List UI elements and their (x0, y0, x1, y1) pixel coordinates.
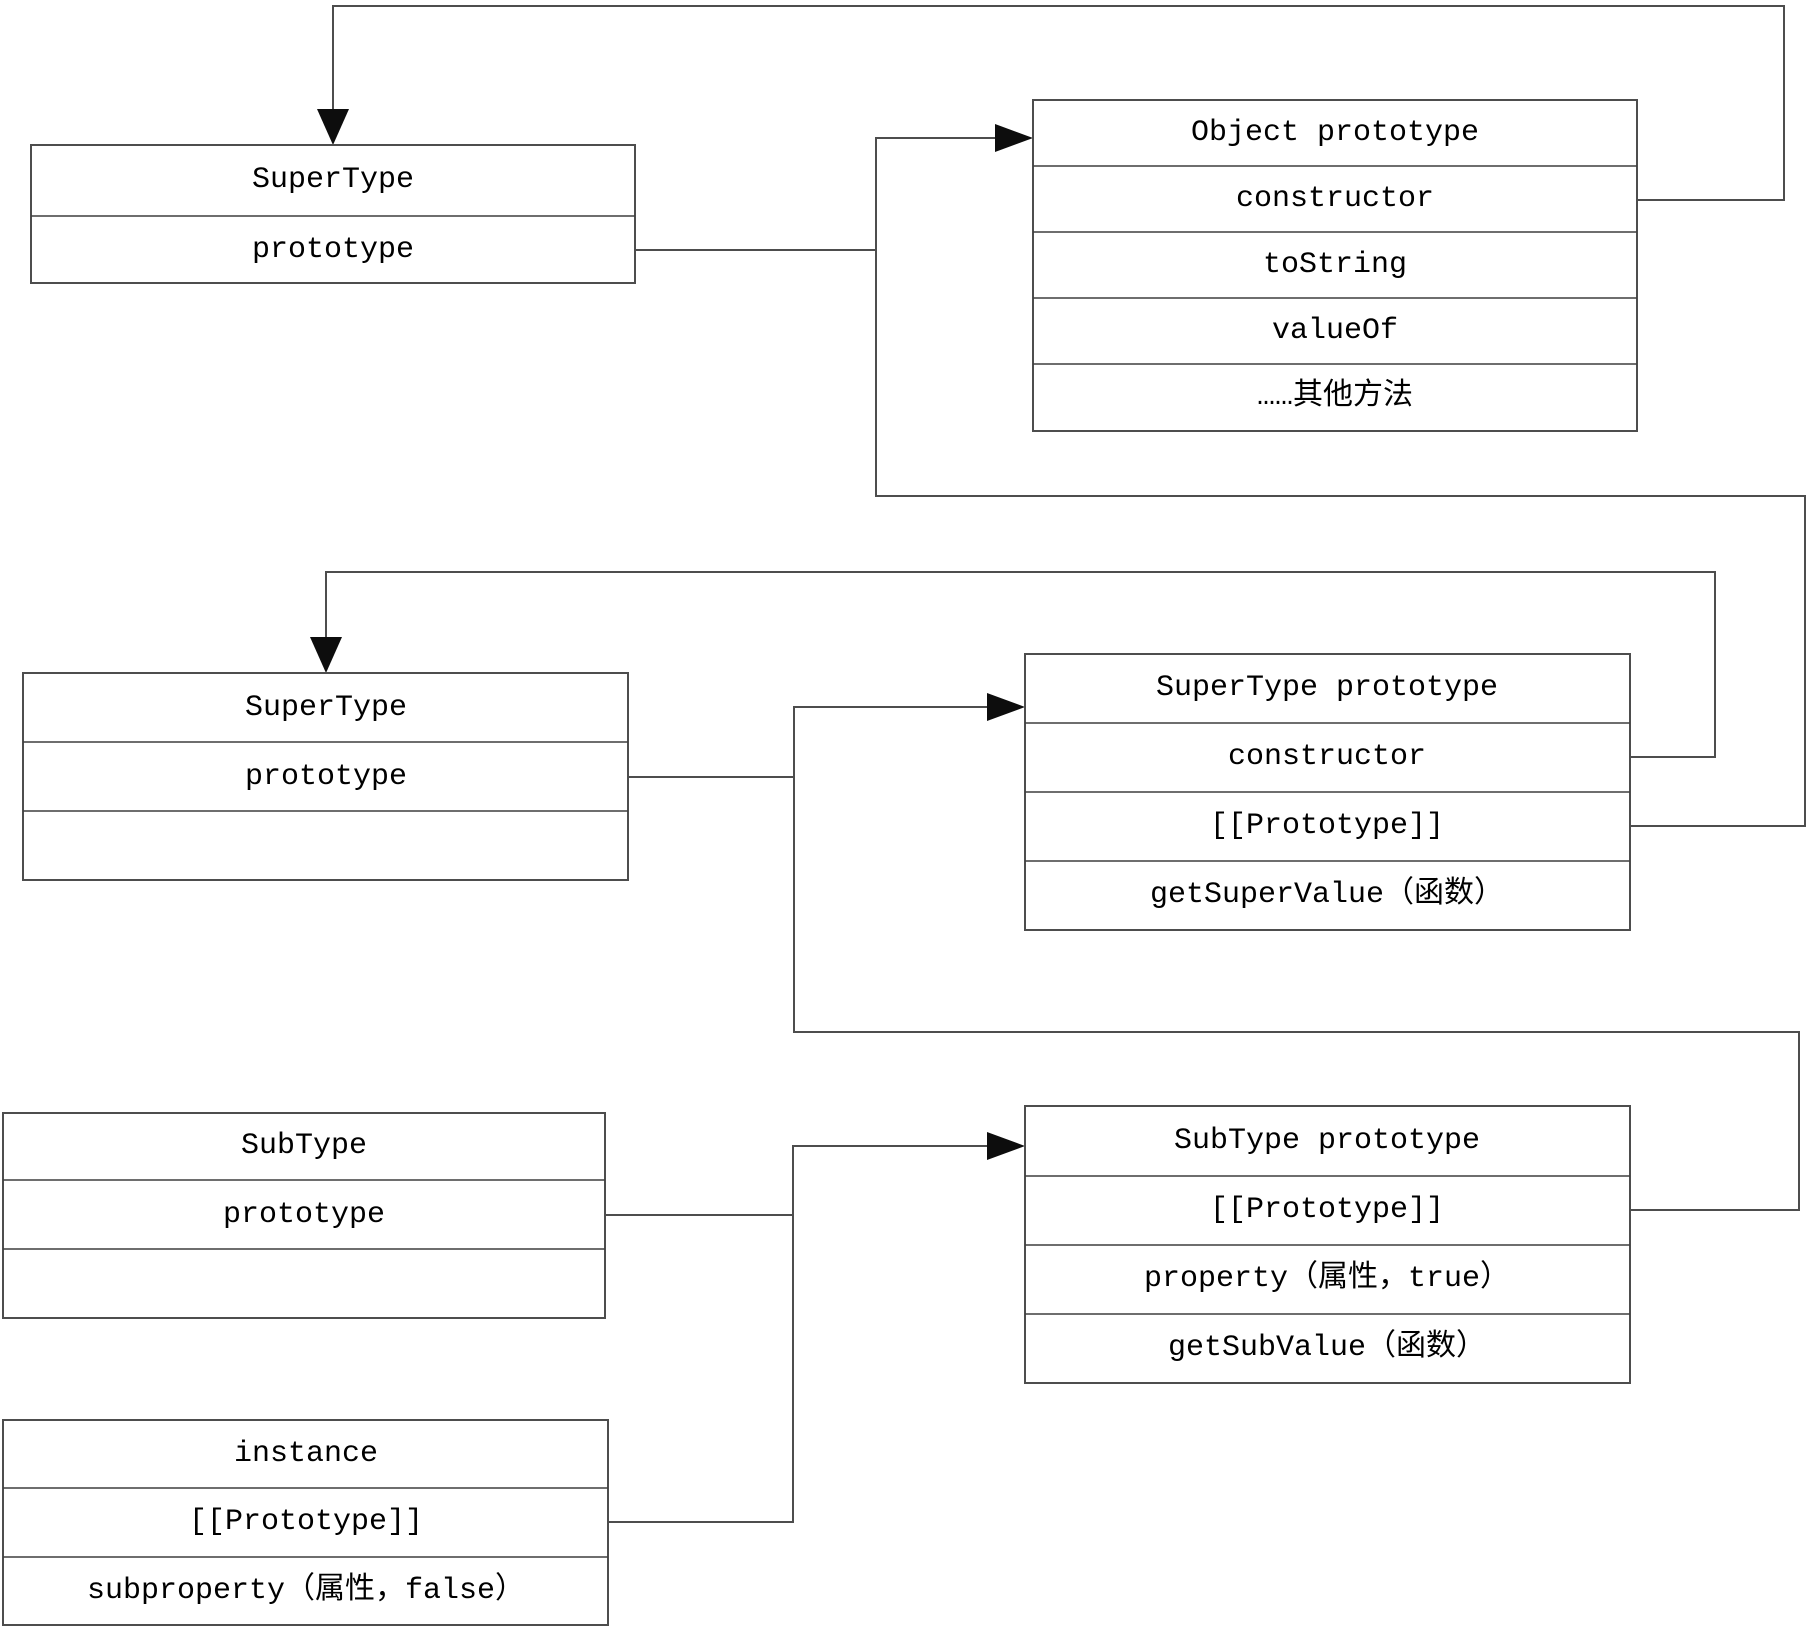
supertype-prototype-box: SuperType prototype constructor [[Protot… (1024, 653, 1631, 931)
other-methods-row: ……其他方法 (1257, 378, 1413, 414)
box-title: SubType prototype (1174, 1124, 1480, 1158)
constructor-row: constructor (1228, 740, 1426, 774)
subtype-constructor-box: SubType prototype (2, 1112, 606, 1319)
property-row: property（属性，true） (1144, 1260, 1510, 1296)
arrow-right-into-supertype-prototype (987, 693, 1025, 721)
edge-supertype-proto-pp-to-object-prototype (875, 137, 1806, 827)
subtype-prototype-box: SubType prototype [[Prototype]] property… (1024, 1105, 1631, 1384)
valueof-row: valueOf (1272, 314, 1398, 348)
arrow-down-into-supertype-top (317, 109, 349, 145)
constructor-row: constructor (1236, 182, 1434, 216)
prototype-property-row: prototype (245, 760, 407, 794)
edge-instance-pp-to-subtype-prototype (608, 1145, 990, 1523)
supertype-constructor-box-middle: SuperType prototype (22, 672, 629, 881)
prototype-property-row: prototype (223, 1198, 385, 1232)
arrow-right-into-object-prototype (995, 124, 1033, 152)
box-title: Object prototype (1191, 116, 1479, 150)
instance-box: instance [[Prototype]] subproperty（属性，fa… (2, 1419, 609, 1626)
internal-prototype-row: [[Prototype]] (189, 1505, 423, 1539)
edge-supertype-proto-constructor-to-supertype (325, 571, 1716, 758)
object-prototype-box: Object prototype constructor toString va… (1032, 99, 1638, 432)
getsupervalue-row: getSuperValue（函数） (1150, 876, 1504, 912)
internal-prototype-row: [[Prototype]] (1210, 809, 1444, 843)
box-outline (22, 672, 629, 881)
box-title: SuperType (245, 691, 407, 725)
box-title: SubType (241, 1129, 367, 1163)
box-outline (2, 1419, 609, 1626)
box-outline (2, 1112, 606, 1319)
box-outline (1032, 99, 1638, 432)
supertype-constructor-box-top: SuperType prototype (30, 144, 636, 284)
subproperty-row: subproperty（属性，false） (87, 1572, 525, 1608)
box-outline (30, 144, 636, 284)
arrow-down-into-supertype-middle (310, 637, 342, 673)
getsubvalue-row: getSubValue（函数） (1168, 1329, 1486, 1365)
edge-subtype-proto-pp-to-supertype-prototype (793, 706, 1800, 1211)
box-title: SuperType (252, 163, 414, 197)
prototype-property-row: prototype (252, 233, 414, 267)
box-title: instance (234, 1437, 378, 1471)
box-title: SuperType prototype (1156, 671, 1498, 705)
internal-prototype-row: [[Prototype]] (1210, 1193, 1444, 1227)
edge-object-constructor-to-supertype (332, 5, 1785, 201)
tostring-row: toString (1263, 248, 1407, 282)
arrow-right-into-subtype-prototype (987, 1132, 1025, 1160)
